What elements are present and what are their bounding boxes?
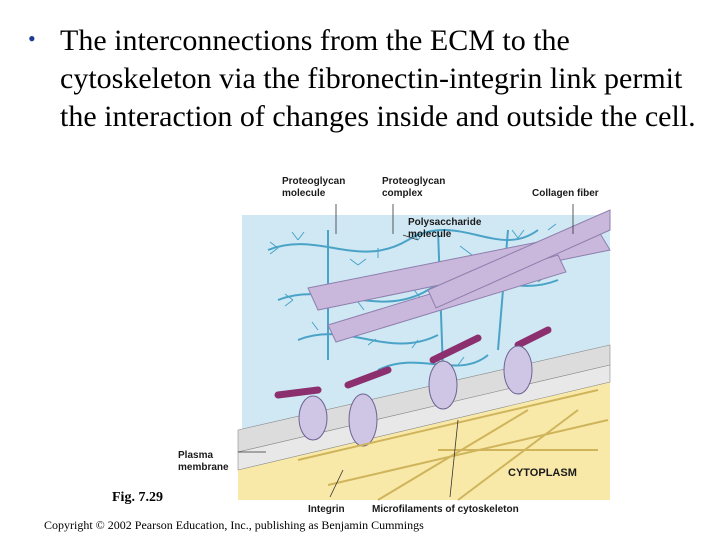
integrin-proteins <box>298 345 533 447</box>
label-collagen-fiber: Collagen fiber <box>532 188 599 199</box>
label-plasma-membrane-line1: Plasma <box>178 450 213 461</box>
fibronectin-molecules <box>274 326 552 399</box>
microfilaments <box>297 389 609 501</box>
ecm-diagram: Proteoglycan molecule Proteoglycan compl… <box>178 176 611 515</box>
label-integrin: Integrin <box>308 504 345 515</box>
bullet-text: The interconnections from the ECM to the… <box>60 24 696 133</box>
label-proteoglycan-complex-line2: complex <box>382 188 423 199</box>
label-cytoplasm: CYTOPLASM <box>508 467 577 479</box>
figure-number: Fig. 7.29 <box>112 490 163 505</box>
copyright-notice: Copyright © 2002 Pearson Education, Inc.… <box>44 518 424 532</box>
label-proteoglycan-molecule-line2: molecule <box>282 188 326 199</box>
leader-lines <box>238 204 574 498</box>
label-polysaccharide-line1: Polysaccharide <box>408 217 482 228</box>
label-polysaccharide-line2: molecule <box>408 229 452 240</box>
label-microfilaments: Microfilaments of cytoskeleton <box>372 504 519 515</box>
bullet-marker: • <box>28 26 36 51</box>
label-proteoglycan-complex-line1: Proteoglycan <box>382 176 445 187</box>
collagen-fibers <box>307 209 611 343</box>
label-plasma-membrane-line2: membrane <box>178 462 229 473</box>
label-proteoglycan-molecule-line1: Proteoglycan <box>282 176 345 187</box>
